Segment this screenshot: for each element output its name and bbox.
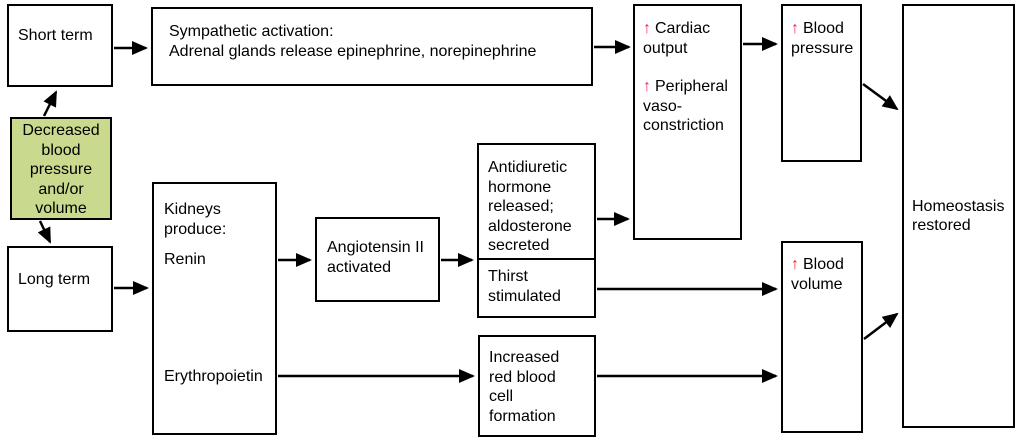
cardiac-output-item: ↑Cardiac output	[643, 19, 736, 58]
node-short-term: Short term	[7, 4, 113, 87]
peripheral-vasoconstriction-item: ↑Peripheral vaso- constriction	[643, 77, 736, 136]
node-sympathetic-activation-label: Sympathetic activation: Adrenal glands r…	[169, 23, 537, 60]
node-kidneys-erythropoietin-label: Erythropoietin	[164, 368, 263, 385]
node-kidneys-heading: Kidneys produce:	[164, 201, 227, 238]
peripheral-vasoconstriction-label: Peripheral vaso- constriction	[643, 78, 728, 134]
node-adh-thirst: Antidiuretic hormone released; aldostero…	[477, 143, 596, 318]
node-kidneys-renin-label: Renin	[164, 251, 206, 268]
node-short-term-label: Short term	[18, 27, 93, 44]
arrow-decreased-bp-to-long-term	[37, 220, 52, 244]
node-angiotensin-label: Angiotensin II activated	[327, 239, 424, 276]
node-homeostasis-restored: Homeostasis restored	[902, 4, 1015, 428]
node-decreased-blood-pressure-label: Decreased blood pressure and/or volume	[22, 122, 100, 217]
node-adh: Antidiuretic hormone released; aldostero…	[479, 145, 594, 258]
node-homeostasis-restored-label: Homeostasis restored	[912, 197, 1005, 235]
node-blood-pressure-label: Blood pressure	[791, 20, 854, 57]
node-blood-volume-label: Blood volume	[791, 256, 844, 293]
increase-arrow-icon: ↑	[643, 78, 651, 95]
node-long-term-label: Long term	[18, 271, 91, 288]
node-blood-volume: ↑Blood volume	[781, 241, 863, 433]
increase-arrow-icon: ↑	[791, 20, 799, 37]
node-adh-label: Antidiuretic hormone released; aldostero…	[488, 159, 572, 254]
node-blood-pressure: ↑Blood pressure	[781, 4, 862, 162]
node-thirst-label: Thirst stimulated	[488, 268, 561, 305]
node-angiotensin: Angiotensin II activated	[315, 217, 440, 302]
arrow-blood-volume-to-homeostasis-restored	[863, 312, 899, 340]
arrow-blood-pressure-to-homeostasis-restored	[862, 82, 899, 111]
cardiac-output-label: Cardiac output	[643, 20, 711, 57]
increase-arrow-icon: ↑	[791, 256, 799, 273]
node-sympathetic-activation: Sympathetic activation: Adrenal glands r…	[151, 7, 593, 86]
node-decreased-blood-pressure: Decreased blood pressure and/or volume	[10, 117, 112, 220]
arrow-decreased-bp-to-short-term	[42, 90, 58, 117]
node-kidneys: Kidneys produce: Renin Erythropoietin	[152, 182, 277, 435]
node-cardiac-output: ↑Cardiac output ↑Peripheral vaso- constr…	[633, 4, 742, 240]
node-rbc-formation: Increased red blood cell formation	[478, 335, 596, 437]
node-rbc-formation-label: Increased red blood cell formation	[489, 349, 560, 425]
node-thirst: Thirst stimulated	[479, 258, 594, 316]
node-long-term: Long term	[7, 246, 113, 332]
increase-arrow-icon: ↑	[643, 20, 651, 37]
